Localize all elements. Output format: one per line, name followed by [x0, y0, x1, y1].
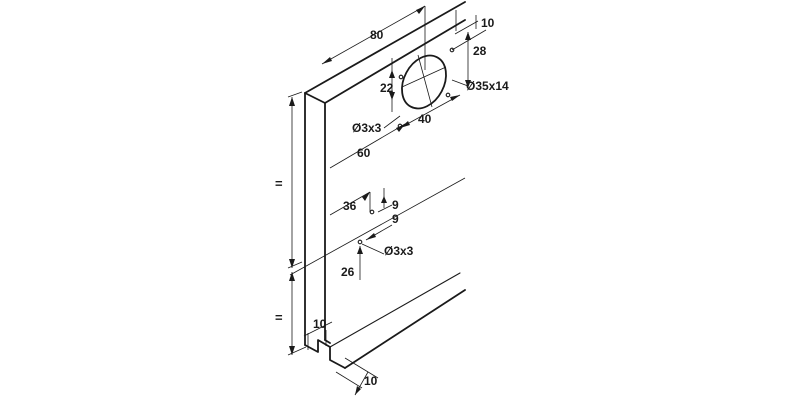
- label-10-top: 10: [481, 16, 495, 30]
- label-26: 26: [341, 265, 355, 279]
- label-22: 22: [380, 81, 394, 95]
- dimension-lines-top: [321, 5, 487, 169]
- label-equals-upper: =: [275, 176, 283, 191]
- label-36: 36: [343, 199, 357, 213]
- label-80: 80: [370, 28, 384, 42]
- label-10-groove: 10: [313, 317, 327, 331]
- cup-hole: [401, 54, 447, 110]
- label-28: 28: [473, 44, 487, 58]
- equals-dimension-upper: [287, 91, 303, 269]
- equals-dimension-lower: [287, 272, 307, 356]
- label-35x14: Ø35x14: [466, 79, 509, 93]
- dimension-labels: 80 10 28 22 Ø35x14 Ø3x3 40 60 = 36 9 9 Ø…: [275, 16, 509, 388]
- dimension-lines-groove: [303, 321, 379, 396]
- label-equals-lower: =: [275, 310, 283, 325]
- label-10-bottom: 10: [364, 374, 378, 388]
- door-panel: [304, 1, 466, 369]
- label-40: 40: [418, 112, 432, 126]
- label-9-b: 9: [392, 212, 399, 226]
- center-line: [289, 177, 466, 276]
- label-9-a: 9: [392, 198, 399, 212]
- dimension-lines-middle: [329, 188, 393, 280]
- label-60: 60: [357, 146, 371, 160]
- label-3x3-bottom: Ø3x3: [384, 244, 414, 258]
- label-3x3-top: Ø3x3: [352, 121, 382, 135]
